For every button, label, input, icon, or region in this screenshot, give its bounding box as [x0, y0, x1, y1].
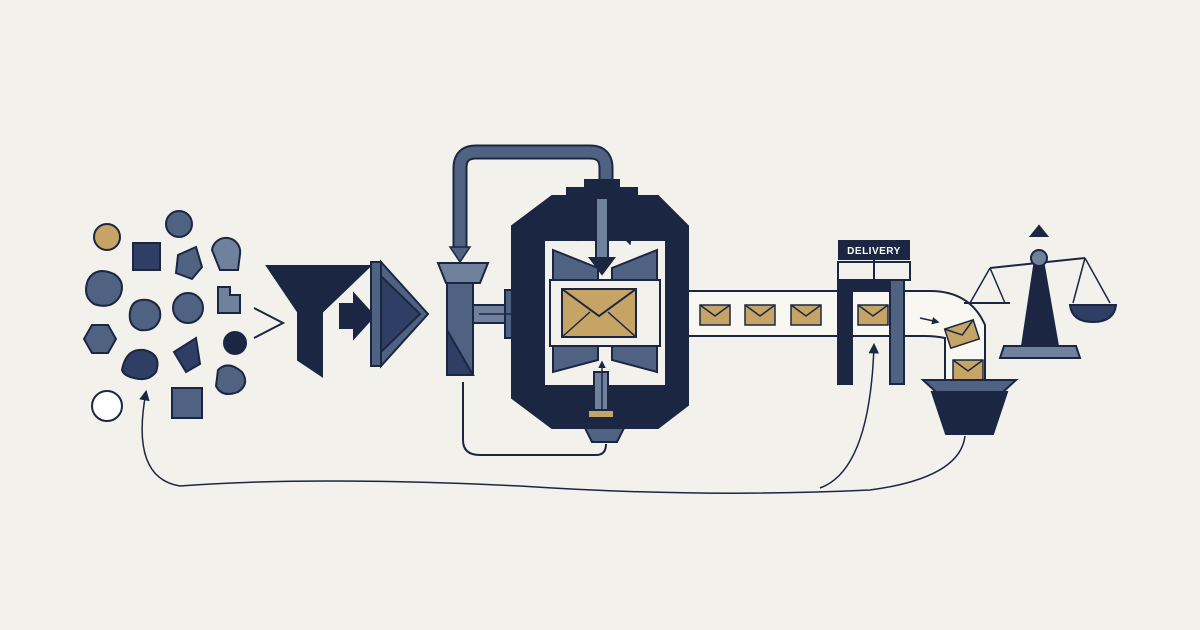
- shape-arc: [174, 245, 204, 281]
- collection-basket-icon: [920, 379, 1019, 435]
- processing-machine: [511, 179, 689, 443]
- shape-square: [171, 387, 203, 419]
- delivery-sign: [838, 240, 910, 260]
- conveyor-envelopes: [699, 304, 889, 326]
- shape-blob: [120, 348, 159, 381]
- envelope-icon: [952, 359, 984, 381]
- funnel-icon: [265, 265, 376, 378]
- shape-gold-circle: [93, 223, 121, 251]
- shape-circle: [223, 331, 247, 355]
- shape-notched-square: [217, 286, 241, 314]
- feedback-return-line: [139, 389, 966, 494]
- delivery-gate: [837, 261, 911, 385]
- falling-envelopes: [943, 318, 984, 381]
- shape-circle: [172, 292, 204, 324]
- conveyor-belt: [687, 290, 986, 384]
- shape-blob: [210, 236, 242, 271]
- shape-blob: [85, 270, 123, 307]
- balance-scale-icon: [964, 224, 1118, 359]
- shape-hexagon: [82, 324, 118, 354]
- top-feedback-pipe-fill: [454, 146, 612, 252]
- input-shapes-cluster: [82, 210, 247, 422]
- shape-wedge: [172, 336, 202, 374]
- hopper-column: [436, 262, 490, 376]
- envelope-icon: [561, 288, 637, 338]
- shape-outline-circle: [91, 390, 123, 422]
- envelope-icon: [943, 318, 981, 350]
- amplifier-icon: [370, 259, 430, 369]
- machine-return-pipe: [462, 382, 607, 456]
- envelope-icon: [790, 304, 822, 326]
- shape-blob: [128, 298, 162, 332]
- delivery-label: DELIVERY: [847, 246, 901, 257]
- input-chevron-arrow: [253, 307, 286, 339]
- top-feedback-arrowhead: [448, 246, 472, 264]
- drop-arrow: [919, 317, 940, 325]
- shape-circle: [165, 210, 193, 238]
- envelope-icon: [857, 304, 889, 326]
- machine-flow-arrows: [574, 219, 632, 410]
- envelope-icon: [699, 304, 731, 326]
- shape-drop: [214, 364, 247, 395]
- shape-square: [132, 242, 161, 271]
- envelope-icon: [744, 304, 776, 326]
- gate-feedback-line: [819, 342, 879, 489]
